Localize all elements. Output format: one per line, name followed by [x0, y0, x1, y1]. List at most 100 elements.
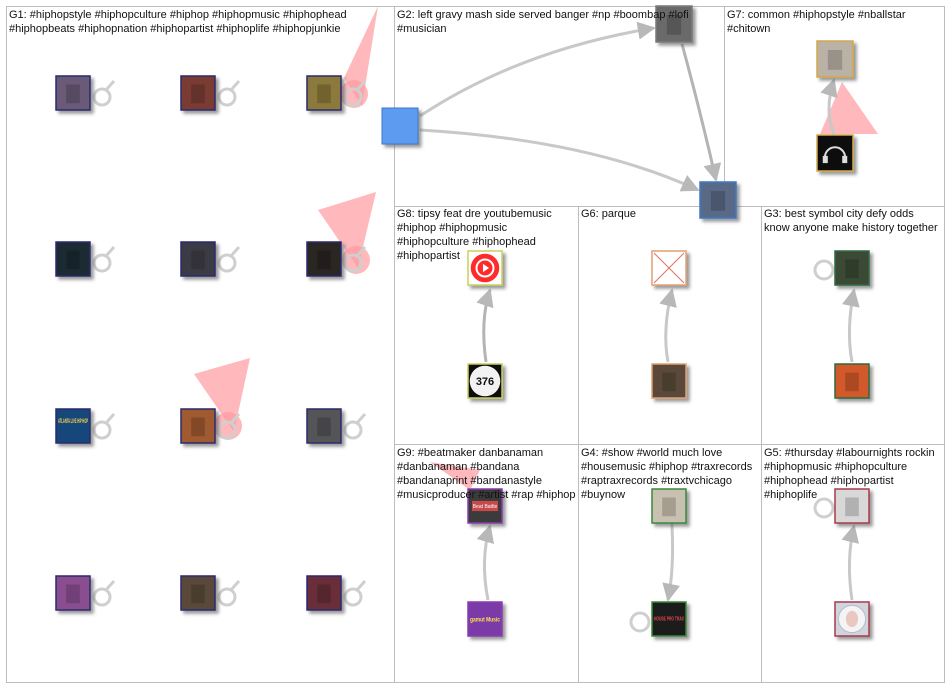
broken-image-line-b: [653, 252, 685, 284]
hub-node[interactable]: [381, 107, 419, 145]
node-g7-top-figure: [827, 50, 843, 70]
trax-badge-text: HOUSE PRO TRAX: [654, 617, 684, 623]
node-g1-12-figure: [317, 584, 331, 604]
group-label-g7: G7: common #hiphopstyle #nballstar #chit…: [727, 9, 906, 35]
group-label-g1: G1: #hiphopstyle #hiphopculture #hiphop …: [9, 9, 347, 35]
node-g1-11-figure: [191, 584, 205, 604]
play-icon: [482, 263, 490, 273]
g1-self-loop-arrow-8: [229, 413, 241, 424]
group-label-g6: G6: parque: [581, 208, 637, 220]
node-g3-top[interactable]: [834, 250, 870, 286]
g1-self-loop-arrow-9: [355, 413, 367, 424]
g1-self-loop-arrow-2: [229, 80, 241, 91]
node-g1-3[interactable]: [306, 75, 342, 111]
avatar-face: [845, 610, 859, 628]
node-g8-bottom[interactable]: 376: [467, 363, 503, 399]
gamut-badge-text: gamut Music: [470, 618, 501, 624]
node-g7-bottom[interactable]: [816, 134, 854, 172]
g1-self-loop-arrow-10: [104, 580, 116, 591]
node-g1-2-figure: [191, 84, 205, 104]
node-g1-4-figure: [66, 250, 80, 270]
node-g1-8[interactable]: [180, 408, 216, 444]
highlight-g7: [820, 82, 878, 134]
node-g2-bottom-figure: [710, 191, 726, 211]
edge-g3: [841, 288, 860, 363]
g1-self-loop-10: [92, 587, 112, 607]
node-g9-top[interactable]: Beat Battle: [467, 488, 503, 524]
edge-g5: [841, 524, 860, 601]
g1-self-loop-arrow-4: [104, 246, 116, 257]
node-g1-9-figure: [317, 417, 331, 437]
g1-self-loop-arrow-11: [229, 580, 241, 591]
group-label-g9: G9: #beatmaker danbanaman #danbanaman #b…: [397, 447, 576, 501]
node-g1-10[interactable]: [55, 575, 91, 611]
highlight-g1-mid-dot: [342, 246, 370, 274]
node-g6-bottom[interactable]: [651, 363, 687, 399]
edge-g8: [476, 288, 494, 363]
node-g2-bottom[interactable]: [699, 181, 737, 219]
edges: [419, 21, 860, 602]
self-loop-g5: [813, 497, 835, 519]
g1-self-loop-5: [217, 253, 237, 273]
node-g8-top[interactable]: [467, 250, 503, 286]
node-g1-1-figure: [66, 84, 80, 104]
node-g6-bottom-image: [651, 363, 687, 399]
node-g5-top[interactable]: [834, 488, 870, 524]
node-g4-top-figure: [662, 497, 676, 517]
node-g1-2[interactable]: [180, 75, 216, 111]
node-g1-7[interactable]: ATLANTA LIVE HIP HOP: [55, 408, 91, 444]
node-g1-4[interactable]: [55, 241, 91, 277]
node-g3-bottom[interactable]: [834, 363, 870, 399]
g1-self-loop-8: [217, 420, 237, 440]
node-g6-bottom-figure: [662, 372, 676, 392]
node-g1-5[interactable]: [180, 241, 216, 277]
g1-self-loop-7: [92, 420, 112, 440]
node-g1-9-image: [306, 408, 342, 444]
g1-self-loop-arrow-7: [104, 413, 116, 424]
beat-badge-text: Beat Battle: [473, 504, 498, 510]
group-label-g2: G2: left gravy mash side served banger #…: [397, 9, 689, 35]
node-g1-10-image: [55, 575, 91, 611]
edge-hub-to-g2-top: [419, 21, 656, 118]
edge-g6: [659, 288, 677, 363]
group-label-g4: G4: #show #world much love #housemusic #…: [581, 447, 753, 501]
node-g4-top[interactable]: [651, 488, 687, 524]
headphones-right-cup: [842, 155, 848, 164]
edge-hub-to-g2-bottom: [419, 128, 700, 192]
node-g5-bottom[interactable]: [834, 601, 870, 637]
edge-g7: [820, 78, 838, 135]
g1-self-loop-arrow-3: [355, 80, 367, 91]
g1-self-loop-12: [343, 587, 363, 607]
node-g7-top[interactable]: [816, 40, 854, 78]
beat-badge-bg: [472, 500, 498, 512]
node-g5-top-figure: [845, 497, 859, 517]
g1-self-loop-arrow-6: [355, 246, 367, 257]
edge-g2-top-to-bottom: [680, 43, 722, 182]
node-g1-1[interactable]: [55, 75, 91, 111]
node-g1-6[interactable]: [306, 241, 342, 277]
node-g1-8-figure: [191, 417, 205, 437]
node-g1-12[interactable]: [306, 575, 342, 611]
highlight-g1-low: [194, 358, 250, 432]
other-self-loops: [629, 259, 835, 633]
node-g9-bottom[interactable]: gamut Music: [467, 601, 503, 637]
self-loop-g3: [813, 259, 835, 281]
node-g1-9[interactable]: [306, 408, 342, 444]
g1-self-loop-9: [343, 420, 363, 440]
highlight-g9: [430, 462, 480, 490]
node-g2-top[interactable]: [655, 5, 693, 43]
node-g1-7-image: [55, 408, 91, 444]
node-g6-top[interactable]: [651, 250, 687, 286]
node-g7-bottom-image: [816, 134, 854, 172]
node-g3-top-figure: [845, 259, 859, 279]
node-g1-11[interactable]: [180, 575, 216, 611]
node-g1-6-figure: [317, 250, 331, 270]
node-g4-bottom-image: [651, 601, 687, 637]
g1-self-loop-3: [343, 87, 363, 107]
group-label-g8: G8: tipsy feat dre youtubemusic #hiphop …: [397, 208, 552, 262]
g1-self-loop-arrow-5: [229, 246, 241, 257]
node-g4-bottom[interactable]: HOUSE PRO TRAX: [651, 601, 687, 637]
node-g2-top-figure: [666, 15, 682, 35]
g1-self-loops: [92, 80, 367, 607]
